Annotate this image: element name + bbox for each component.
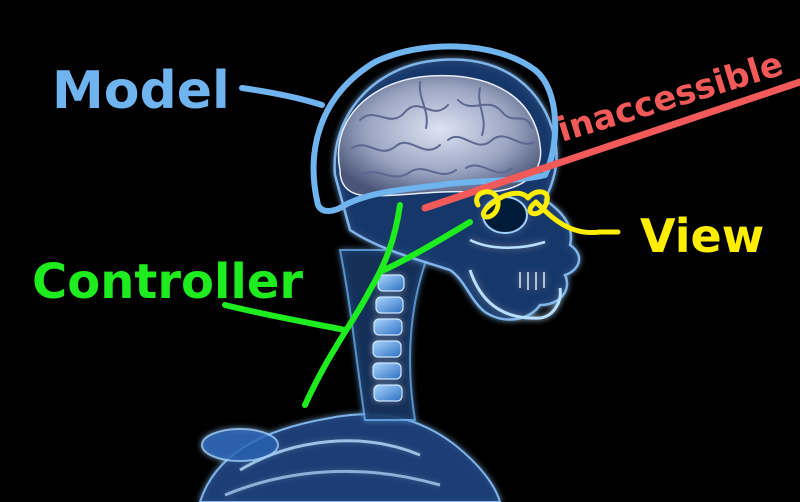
controller-leader-line: [222, 302, 348, 333]
model-leader-line: [239, 85, 325, 108]
inaccessible-line: [421, 78, 800, 212]
torso-skeleton: [198, 413, 502, 502]
model-outline: [310, 43, 559, 214]
controller-line-branch: [377, 219, 473, 275]
brain: [337, 74, 542, 197]
view-label: View: [640, 209, 764, 263]
controller-line-main: [302, 202, 403, 408]
model-label: Model: [52, 61, 230, 121]
controller-label: Controller: [32, 254, 303, 310]
view-curve: [474, 189, 621, 236]
neck-spine: [338, 249, 432, 421]
